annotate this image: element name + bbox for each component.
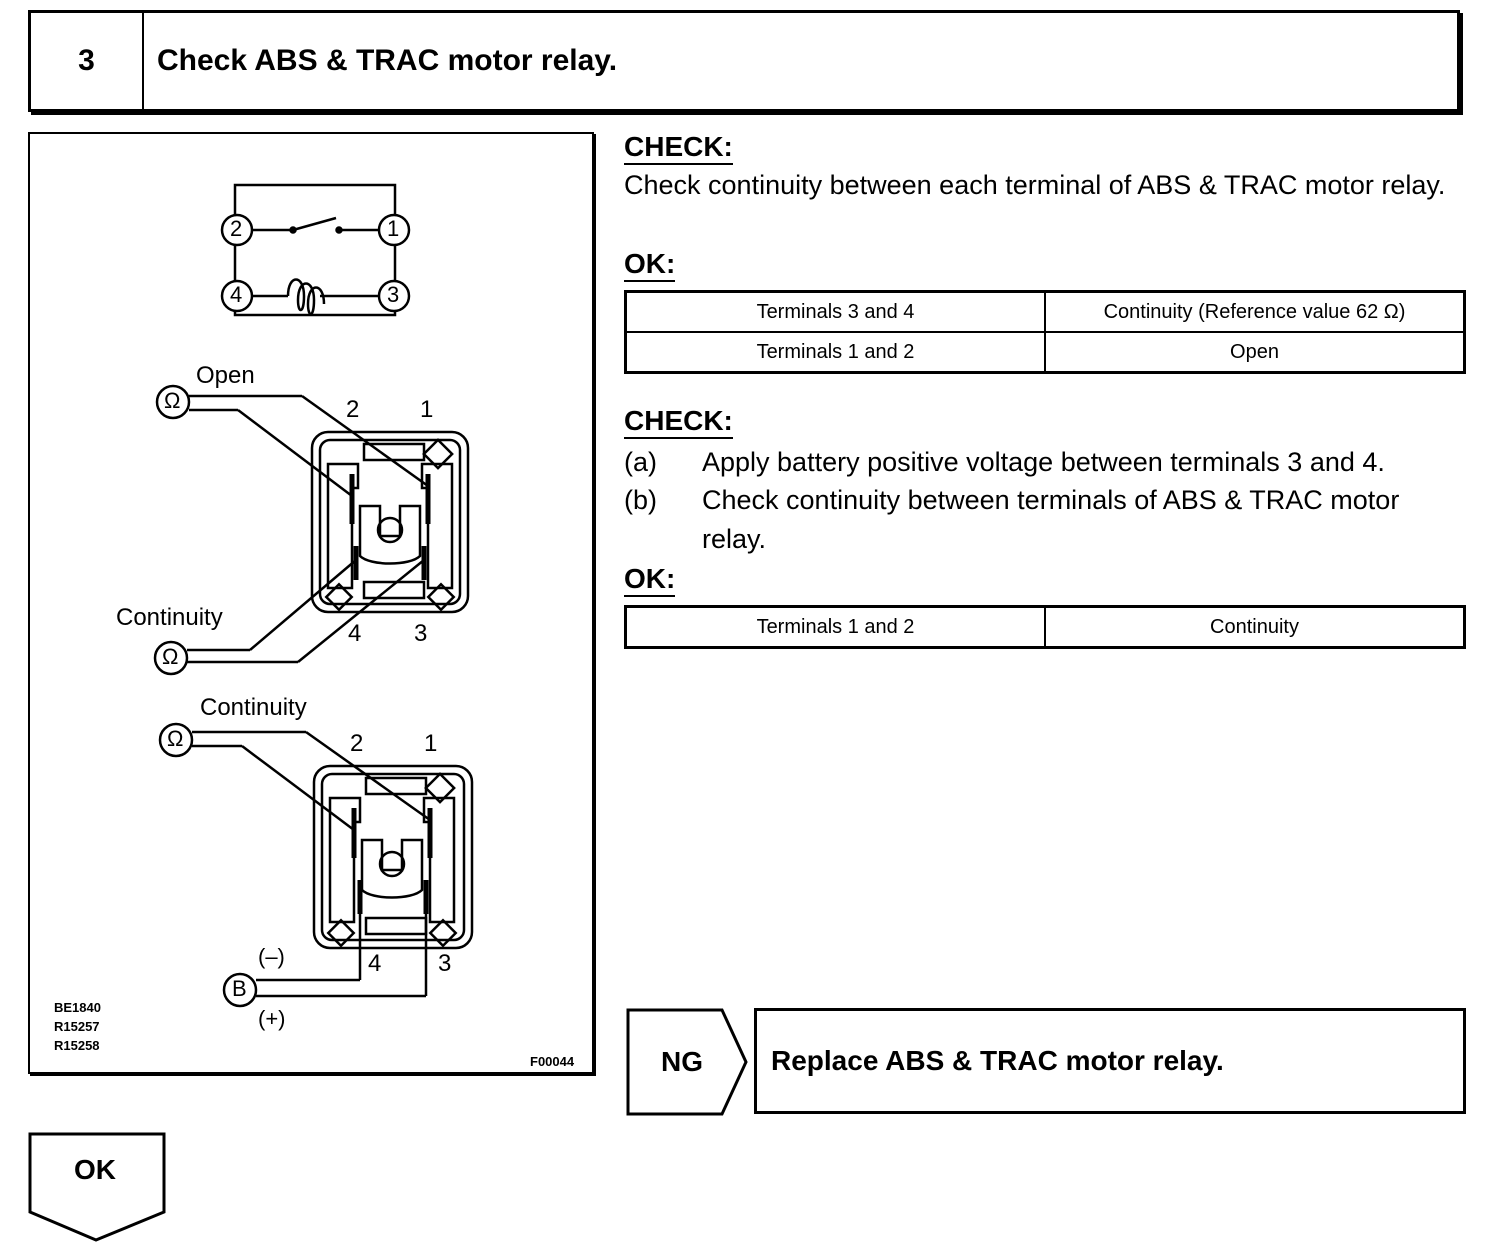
- check-2-item-text: Check continuity between terminals of AB…: [702, 485, 1400, 554]
- figure-codes: BE1840 R15257 R15258: [54, 998, 101, 1055]
- check-1-ok-table: Terminals 3 and 4 Continuity (Reference …: [624, 290, 1466, 374]
- step-title: Check ABS & TRAC motor relay.: [157, 44, 618, 77]
- check-2-item-label: (b): [624, 485, 657, 515]
- battery-plus-label: (+): [258, 1006, 286, 1031]
- relay-1-pin-4: 4: [348, 620, 362, 647]
- battery-icon: B: [232, 976, 247, 1001]
- schematic-terminal-3: 3: [387, 282, 400, 307]
- check-1-text: Check continuity between each terminal o…: [624, 170, 1446, 200]
- check-2-item-label: (a): [624, 447, 657, 477]
- ng-action: Replace ABS & TRAC motor relay.: [754, 1008, 1466, 1114]
- step-number: 3: [31, 13, 144, 109]
- ohmmeter-icon: Ω: [164, 388, 181, 413]
- table-row: Terminals 1 and 2 Continuity: [624, 605, 1466, 649]
- table-cell: Open: [1044, 331, 1466, 374]
- relay-1-open-label: Open: [196, 362, 255, 389]
- ok-arrow: OK: [28, 1132, 168, 1244]
- battery-minus-label: (–): [258, 944, 285, 969]
- check-2-ok-table: Terminals 1 and 2 Continuity: [624, 605, 1466, 649]
- arrow-right-icon: [626, 1008, 748, 1116]
- check-2-item-text: Apply battery positive voltage between t…: [702, 447, 1385, 477]
- figure-code: BE1840: [54, 1000, 101, 1015]
- schematic-terminal-1: 1: [387, 216, 400, 241]
- ohmmeter-icon: Ω: [167, 726, 184, 751]
- relay-figure: 2 1 4 3 Open Continuity Ω Ω 2 1 4 3 Cont…: [28, 132, 594, 1074]
- relay-diagram: [153, 183, 474, 1008]
- relay-1-pin-2: 2: [346, 396, 360, 423]
- relay-2-pin-1: 1: [424, 730, 438, 757]
- check-2-heading: CHECK:: [624, 406, 733, 439]
- table-cell: Terminals 1 and 2: [624, 605, 1046, 649]
- check-1-ok-heading: OK:: [624, 249, 676, 282]
- ng-arrow: NG: [626, 1008, 750, 1116]
- table-cell: Continuity (Reference value 62 Ω): [1044, 290, 1466, 333]
- table-cell: Continuity: [1044, 605, 1466, 649]
- relay-2-pin-4: 4: [368, 950, 382, 977]
- step-header: 3 Check ABS & TRAC motor relay.: [28, 10, 1460, 112]
- ohmmeter-icon: Ω: [162, 644, 179, 669]
- relay-schematic: [220, 183, 411, 317]
- relay-1-pin-1: 1: [420, 396, 434, 423]
- relay-2-continuity-label: Continuity: [200, 694, 307, 721]
- check-2-ok-heading: OK:: [624, 564, 676, 597]
- table-cell: Terminals 3 and 4: [624, 290, 1046, 333]
- ok-label: OK: [74, 1154, 116, 1185]
- ng-label: NG: [661, 1046, 703, 1077]
- figure-id: F00044: [530, 1054, 575, 1069]
- relay-2-pin-2: 2: [350, 730, 364, 757]
- relay-2-pin-3: 3: [438, 950, 452, 977]
- check-1-heading: CHECK:: [624, 132, 733, 165]
- figure-code: R15258: [54, 1038, 100, 1053]
- relay-1-pin-3: 3: [414, 620, 428, 647]
- relay-1-drawing: [153, 384, 470, 676]
- relay-1-continuity-label: Continuity: [116, 604, 223, 631]
- table-row: Terminals 1 and 2 Open: [624, 331, 1466, 374]
- figure-code: R15257: [54, 1019, 100, 1034]
- relay-2-drawing: [158, 722, 474, 1008]
- arrow-down-icon: [28, 1132, 166, 1242]
- table-row: Terminals 3 and 4 Continuity (Reference …: [624, 290, 1466, 333]
- schematic-terminal-4: 4: [230, 282, 243, 307]
- table-cell: Terminals 1 and 2: [624, 331, 1046, 374]
- schematic-terminal-2: 2: [230, 216, 243, 241]
